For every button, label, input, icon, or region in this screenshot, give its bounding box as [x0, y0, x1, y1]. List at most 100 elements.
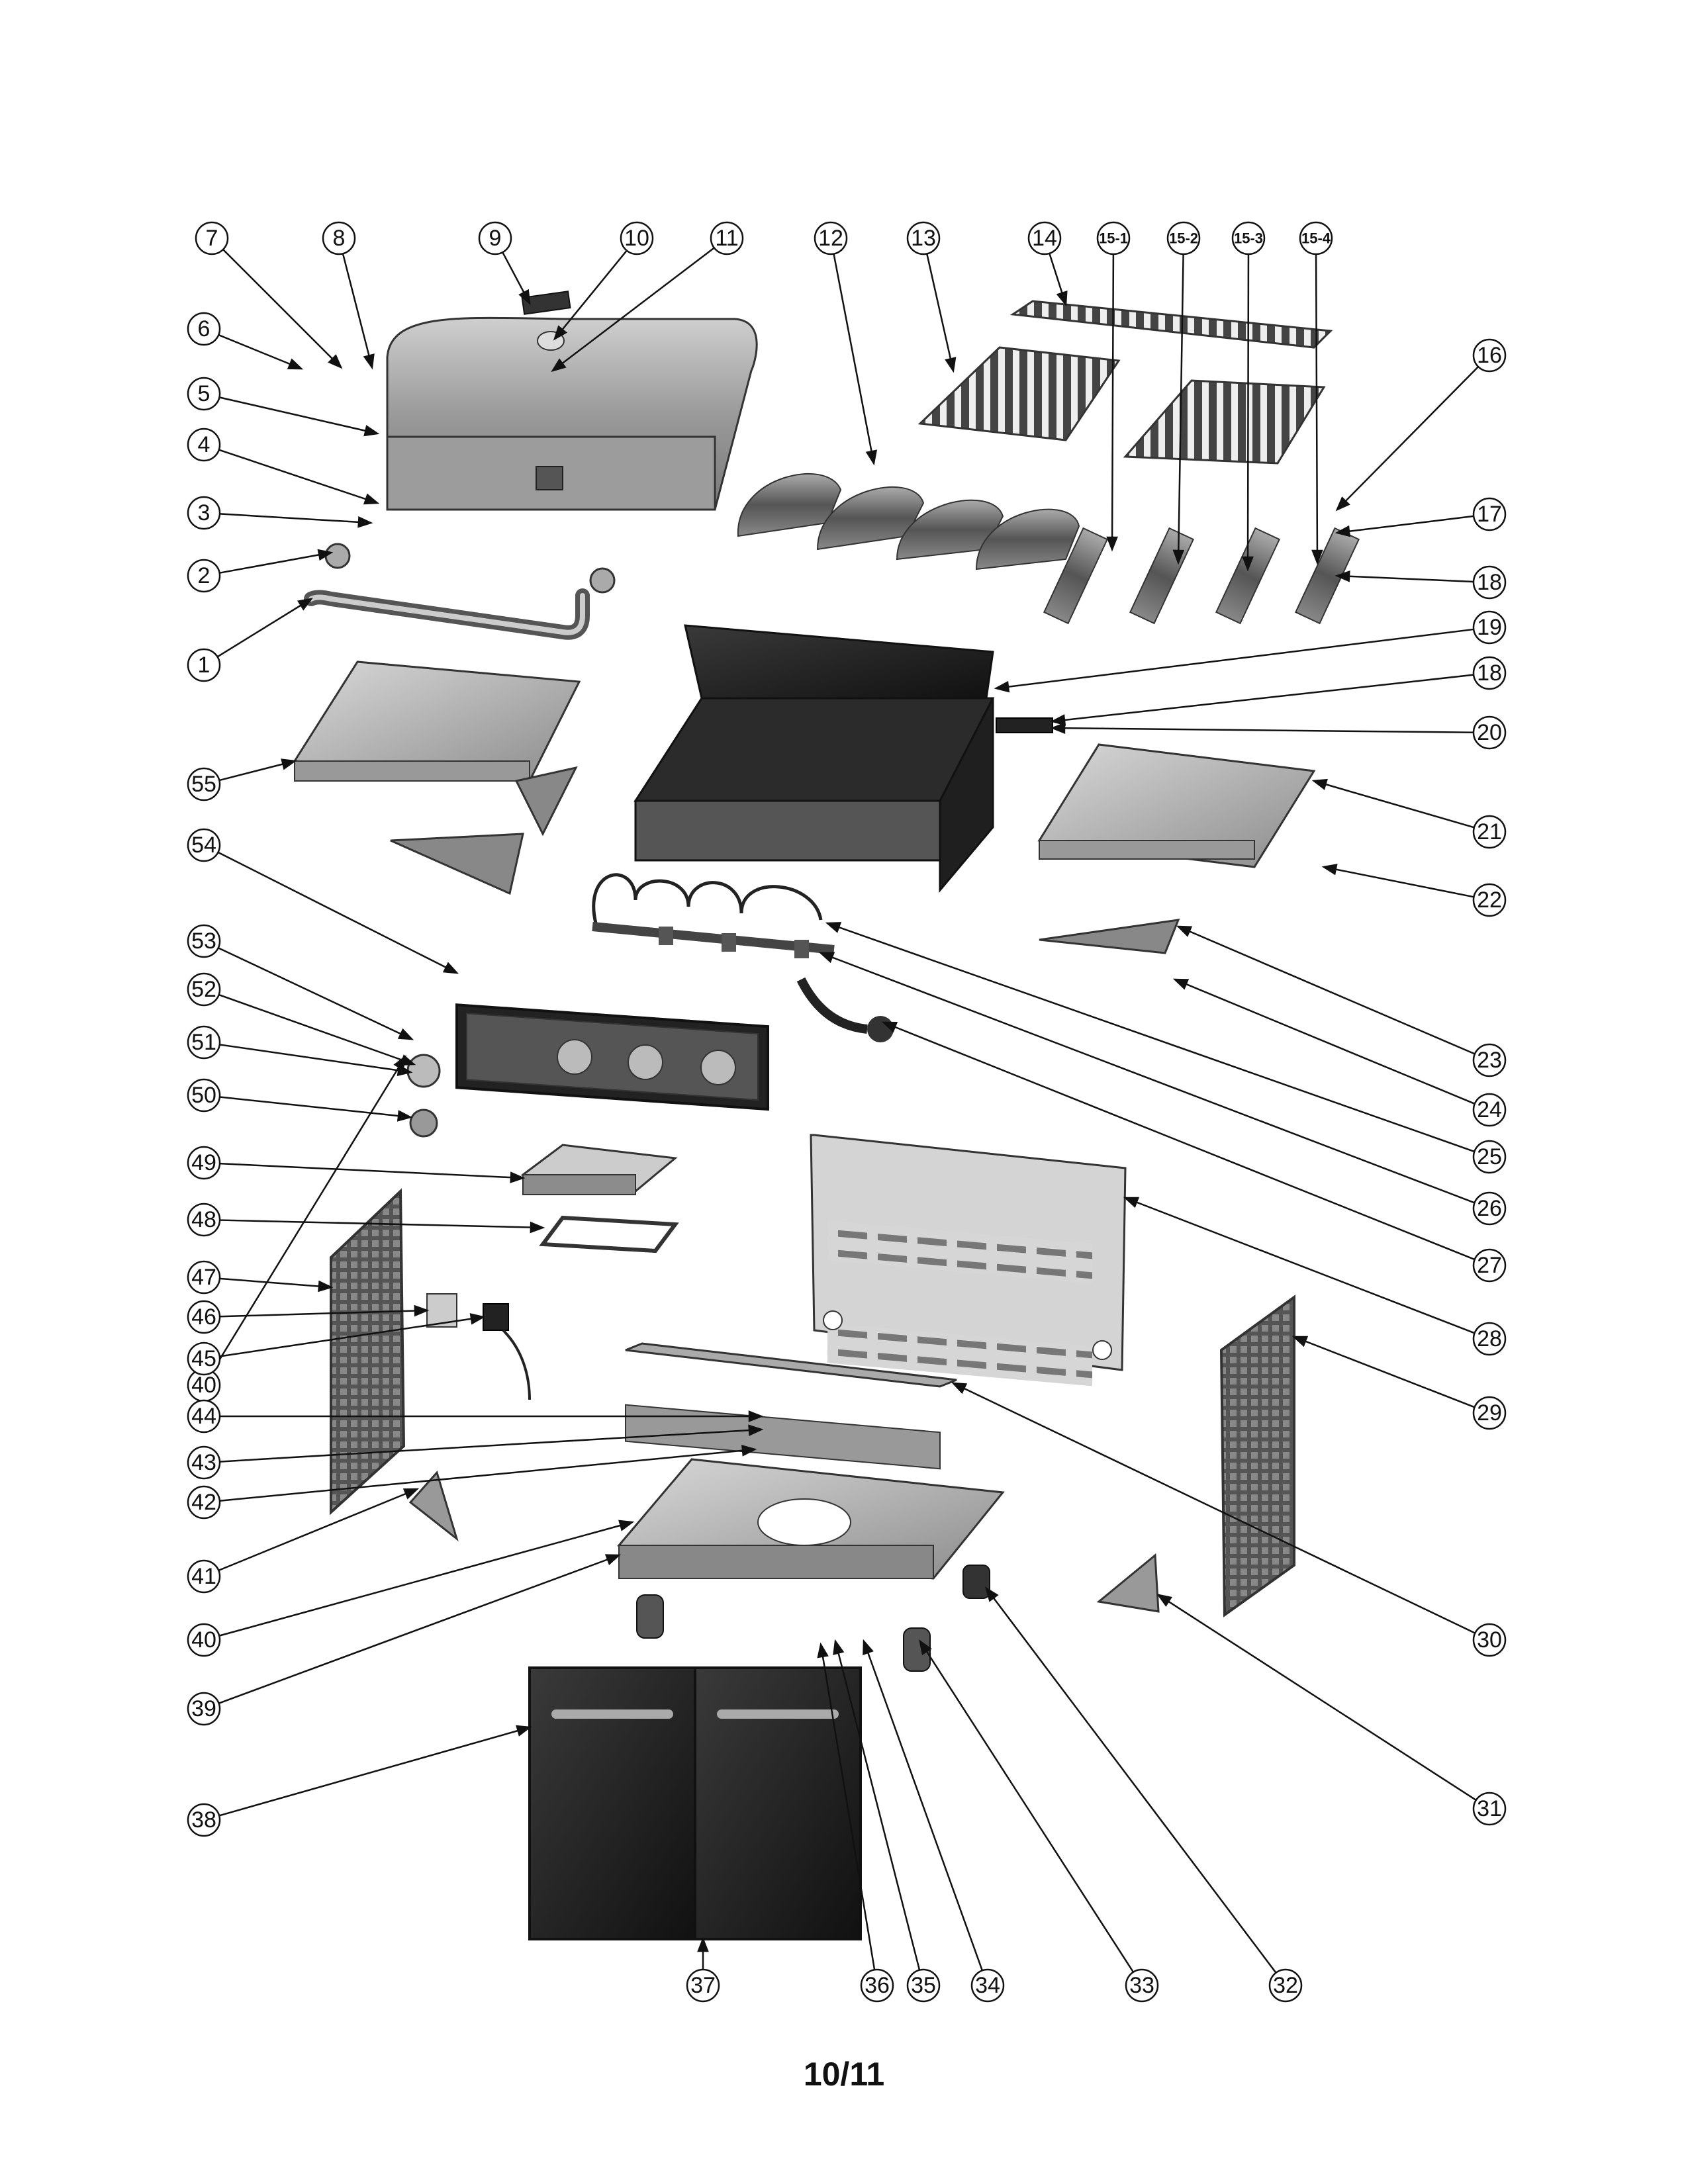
regulator-hose	[796, 977, 894, 1042]
callout-circle	[1472, 1396, 1507, 1430]
callout-circle	[1472, 610, 1507, 645]
callout-48: 48	[187, 1203, 221, 1237]
callout-label: 46	[191, 1304, 216, 1330]
callout-label: 25	[1477, 1144, 1502, 1169]
callout-circle	[187, 972, 221, 1007]
callout-label: 48	[191, 1207, 216, 1232]
callout-label: 6	[198, 316, 211, 341]
callout-circle	[860, 1968, 894, 2003]
callout-circle	[187, 1692, 221, 1726]
grease-tray	[520, 1144, 679, 1253]
callout-46: 46	[187, 1300, 221, 1334]
callout-label: 9	[489, 226, 502, 251]
leader-arrowhead	[741, 1445, 757, 1457]
leader-arrowhead	[1106, 536, 1118, 552]
callout-39: 39	[187, 1692, 221, 1726]
callout-label: 8	[333, 226, 346, 251]
callout-label: 47	[191, 1265, 216, 1290]
callout-label: 34	[975, 1973, 1000, 1998]
callout-label: 43	[191, 1450, 216, 1475]
callout-circle	[1166, 221, 1201, 255]
callout-label: 55	[191, 772, 216, 797]
leader-arrowhead	[551, 358, 567, 373]
leader-arrowhead	[397, 1064, 413, 1076]
leader-arrowhead	[397, 1110, 413, 1122]
callout-16: 16	[1472, 338, 1507, 373]
callout-24: 24	[1472, 1093, 1507, 1127]
leader-line	[1336, 574, 1474, 583]
leader-arrowhead	[1335, 570, 1350, 582]
leader-arrowhead	[818, 952, 835, 964]
back-panel	[810, 1134, 1127, 1387]
leader-arrowhead	[1050, 722, 1066, 735]
callout-44: 44	[187, 1399, 221, 1433]
callout-circle	[187, 1078, 221, 1113]
firebox	[633, 624, 1053, 893]
leader-arrowhead	[1242, 556, 1254, 572]
callout-circle	[1472, 338, 1507, 373]
callout-33: 33	[1125, 1968, 1159, 2003]
leader-line	[1315, 253, 1319, 563]
leader-line	[834, 1641, 921, 1971]
leader-line	[996, 628, 1474, 690]
callout-37: 37	[686, 1968, 720, 2003]
leader-line	[218, 947, 412, 1040]
leader-line	[1323, 866, 1474, 898]
callout-1: 1	[187, 648, 221, 682]
leader-arrowhead	[618, 1520, 635, 1531]
callout-23: 23	[1472, 1043, 1507, 1077]
leader-arrowhead	[817, 1642, 829, 1659]
callout-label: 4	[198, 432, 211, 457]
callout-54: 54	[187, 828, 221, 862]
callout-label: 18	[1477, 660, 1502, 686]
callout-circle	[187, 828, 221, 862]
manifold-valves	[592, 873, 835, 958]
callout-label: 37	[690, 1973, 716, 1998]
callout-circle	[187, 924, 221, 958]
leader-arrowhead	[945, 357, 957, 373]
callout-circle	[906, 1968, 941, 2003]
leader-line	[926, 253, 955, 371]
callout-32: 32	[1268, 1968, 1303, 2003]
callout-label: 36	[865, 1973, 890, 1998]
callout-52: 52	[187, 972, 221, 1007]
callout-21: 21	[1472, 815, 1507, 849]
leader-arrowhead	[1176, 925, 1193, 937]
callout-circle	[187, 1146, 221, 1180]
callout-label: 15-4	[1301, 230, 1331, 247]
leader-arrowhead	[1311, 549, 1323, 565]
callout-circle	[187, 1260, 221, 1295]
leader-arrowhead	[363, 493, 380, 505]
side-shelf-left	[293, 660, 581, 895]
leader-arrowhead	[363, 353, 375, 370]
leader-arrowhead	[865, 449, 878, 466]
leader-line	[820, 1644, 876, 1970]
leader-arrowhead	[553, 325, 568, 341]
callout-10: 10	[620, 221, 654, 255]
callout-circle	[1472, 715, 1507, 750]
leader-line	[217, 851, 457, 974]
leader-arrowhead	[825, 922, 842, 933]
callout-circle	[814, 221, 848, 255]
callout-label: 44	[191, 1404, 216, 1429]
callout-label: 23	[1477, 1048, 1502, 1073]
leader-arrowhead	[357, 516, 373, 528]
callout-label: 53	[191, 929, 216, 954]
control-panel	[455, 1003, 769, 1111]
callout-label: 27	[1477, 1253, 1502, 1278]
leader-arrowhead	[863, 1639, 874, 1656]
callout-label: 26	[1477, 1196, 1502, 1221]
callout-circle	[620, 221, 654, 255]
side-panel-left	[330, 1188, 406, 1516]
leader-line	[1174, 978, 1476, 1105]
callout-4: 4	[187, 428, 221, 462]
callout-38: 38	[187, 1803, 221, 1837]
leader-line	[342, 253, 373, 368]
callout-circle	[970, 1968, 1005, 2003]
callout-label: 14	[1032, 226, 1057, 251]
callout-label: 24	[1477, 1097, 1502, 1122]
callout-circle	[187, 1559, 221, 1594]
callout-circle	[1472, 1043, 1507, 1077]
leader-arrowhead	[1056, 290, 1068, 307]
callout-label: 30	[1477, 1627, 1502, 1653]
